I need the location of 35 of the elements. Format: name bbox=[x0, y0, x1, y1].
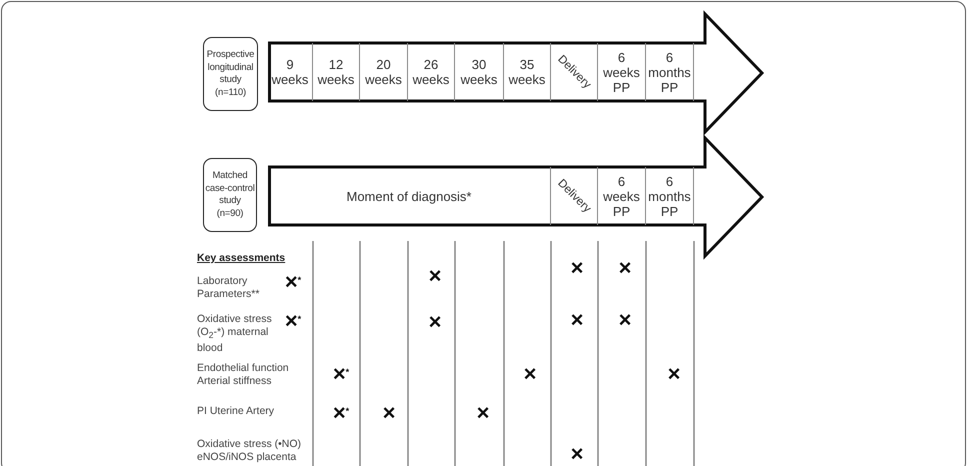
timepoint-cell: Moment of diagnosis* bbox=[268, 167, 551, 225]
row-label: Oxidative stress (•NO) eNOS/iNOS placenta bbox=[197, 438, 302, 464]
timepoint-cell: 12 weeks bbox=[313, 43, 360, 101]
cross-mark: × bbox=[618, 309, 632, 331]
cross-mark: × bbox=[428, 311, 442, 333]
row-label: Laboratory Parameters** bbox=[197, 275, 260, 301]
timeline-arrow bbox=[268, 12, 765, 134]
study-box: Prospective longitudinal study (n=110) bbox=[203, 37, 258, 111]
cross-mark: × bbox=[476, 402, 490, 424]
timepoint-cell: 9 weeks bbox=[268, 43, 313, 101]
cross-mark: × bbox=[524, 363, 536, 385]
cross-mark: × bbox=[570, 309, 584, 331]
timepoint-cell: 26 weeks bbox=[408, 43, 455, 101]
cross-mark: × bbox=[668, 363, 680, 385]
cross-mark: × bbox=[382, 402, 396, 424]
study-box: Matched case-control study (n=90) bbox=[203, 158, 257, 232]
timepoint-cell: 6 months PP bbox=[646, 167, 694, 225]
cross-mark: ×$^{*}$ bbox=[332, 363, 350, 385]
timepoint-cell: 6 months PP bbox=[646, 43, 694, 101]
timepoint-cell: 6 weeks PP bbox=[598, 167, 646, 225]
timepoint-cell: 6 weeks PP bbox=[598, 43, 646, 101]
cross-mark: × bbox=[570, 443, 584, 465]
cross-mark: ×$^{*}$ bbox=[284, 271, 302, 293]
timepoint-cell: 20 weeks bbox=[360, 43, 408, 101]
cross-mark: ×$^{*}$ bbox=[284, 310, 302, 332]
timepoint-cell: 30 weeks bbox=[455, 43, 504, 101]
cross-mark: × bbox=[570, 257, 584, 279]
row-label: Endothelial function Arterial stiffness bbox=[197, 362, 290, 388]
row-label: Oxidative stress (O$_{2}$-*) maternal blood bbox=[197, 313, 273, 356]
section-heading: Key assessments bbox=[197, 252, 286, 265]
timepoint-cell: 35 weeks bbox=[504, 43, 551, 101]
cross-mark: × bbox=[428, 265, 442, 287]
cross-mark: ×$^{*}$ bbox=[332, 402, 350, 424]
cross-mark: × bbox=[618, 257, 632, 279]
row-label: PI Uterine Artery bbox=[197, 405, 276, 418]
